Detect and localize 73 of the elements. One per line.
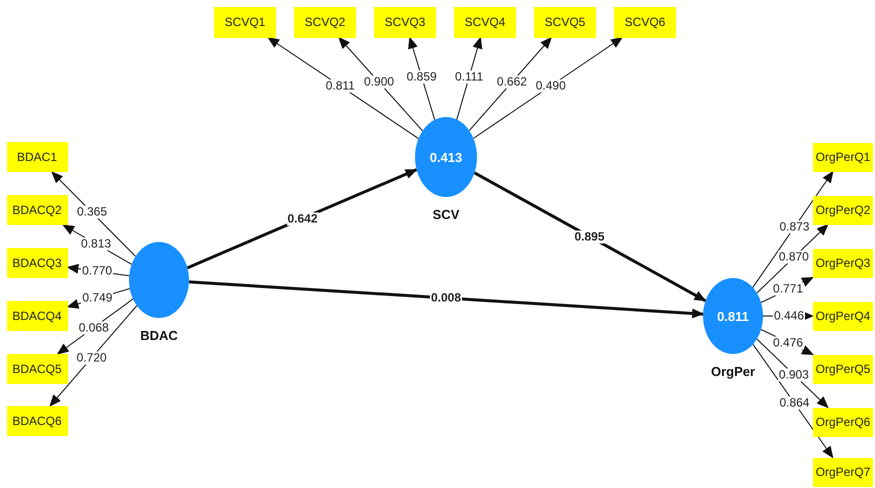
edge-label: 0.770 [81, 264, 114, 278]
indicator-box [813, 142, 873, 172]
indicator-box [6, 142, 68, 172]
edge-label: 0.873 [778, 220, 810, 234]
indicator-label: OrgPerQ5 [816, 362, 870, 376]
arrow [472, 36, 623, 139]
r-squared-value: 0.811 [717, 308, 749, 324]
edge-label: 0.903 [778, 368, 810, 382]
indicator-label: SCVQ5 [544, 15, 586, 29]
indicator-label: OrgPerQ2 [816, 203, 870, 217]
arrow [752, 170, 834, 288]
indicator-box [813, 354, 873, 384]
indicator-label: BDACQ3 [12, 256, 62, 270]
edge-label: 0.811 [324, 79, 356, 92]
edge-label: 0.720 [76, 351, 108, 364]
indicator-box [813, 196, 873, 224]
indicator-label: OrgPerQ6 [816, 415, 870, 429]
indicator-label: SCVQ1 [224, 15, 266, 29]
indicator-label: SCVQ6 [624, 15, 666, 29]
indicator-label: BDACQ5 [12, 362, 62, 376]
construct-name: SCV [432, 207, 460, 222]
indicator-label: OrgPerQ4 [816, 309, 870, 323]
indicator-label: BDACQ2 [12, 203, 62, 217]
indicator-box [6, 406, 68, 436]
indicator-label: OrgPerQ1 [816, 150, 870, 164]
edge-label: 0.446 [772, 310, 806, 322]
indicator-box [6, 301, 68, 331]
indicator-label: SCVQ3 [384, 15, 426, 29]
indicator-label: OrgPerQ7 [816, 465, 870, 479]
arrow [188, 280, 704, 318]
edge-label: 0.895 [573, 230, 606, 243]
r-squared-value: 0.413 [430, 150, 462, 164]
indicator-box [813, 302, 873, 330]
indicator-box [6, 248, 68, 278]
indicator-label: SCVQ2 [304, 15, 346, 29]
construct-circle [703, 278, 763, 354]
edge-label: 0.490 [534, 79, 567, 92]
edge-label: 0.771 [772, 282, 804, 296]
edge-label: 0.068 [78, 321, 110, 334]
arrow [474, 171, 706, 302]
edge-label: 0.900 [363, 76, 396, 89]
arrow [186, 168, 418, 270]
edge-label: 0.864 [778, 396, 810, 410]
indicator-box [534, 6, 596, 38]
indicator-label: OrgPerQ3 [816, 256, 870, 270]
construct-name: OrgPer [710, 364, 756, 379]
edge-label: 0.111 [454, 70, 484, 84]
arrow [49, 305, 138, 407]
indicator-label: BDACQ6 [12, 414, 62, 428]
indicator-box [294, 6, 356, 38]
indicator-box [614, 6, 676, 38]
edge-label: 0.008 [430, 292, 462, 304]
indicator-label: SCVQ4 [464, 15, 506, 29]
edge-label: 0.859 [406, 70, 438, 84]
indicator-box [6, 354, 68, 384]
indicator-box [214, 6, 276, 38]
indicator-box [813, 408, 873, 436]
edge-label: 0.813 [80, 237, 112, 250]
edge-label: 0.870 [778, 250, 810, 264]
construct-name: BDAC [140, 328, 178, 343]
edge-label: 0.642 [286, 212, 319, 225]
edge-label: 0.476 [772, 336, 804, 350]
indicator-label: BDAC1 [16, 150, 57, 164]
indicator-box [6, 195, 68, 225]
indicator-box [374, 6, 436, 38]
indicator-box [813, 458, 873, 486]
edge-label: 0.662 [496, 76, 528, 89]
edge-label: 0.365 [76, 206, 108, 219]
indicator-box [813, 248, 873, 278]
arrow [267, 36, 419, 140]
edge-label: 0.749 [81, 292, 114, 305]
indicator-label: BDACQ4 [12, 309, 62, 323]
indicator-box [454, 6, 516, 38]
